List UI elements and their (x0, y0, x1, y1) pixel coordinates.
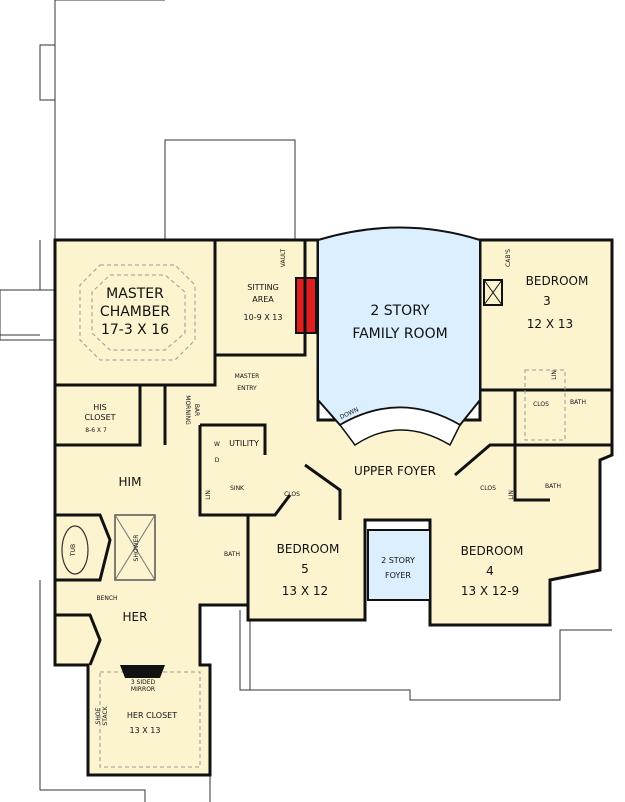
master-chamber-size: 17-3 X 16 (101, 322, 169, 338)
bedroom5-label: BEDROOM (277, 542, 340, 556)
master-chamber-label: MASTER (106, 286, 164, 302)
upper-foyer-label: UPPER FOYER (354, 464, 436, 478)
bedroom3-number: 3 (543, 294, 551, 308)
morning-bar-label-2: BAR (193, 404, 200, 416)
bath-label-bedroom4: BATH (545, 483, 561, 490)
her-closet-label: HER CLOSET (127, 711, 177, 720)
his-closet-label: HIS (93, 403, 106, 412)
foyer-open-to-below (367, 529, 431, 601)
lower-floor-outline (0, 0, 612, 802)
sink-label: SINK (230, 485, 245, 492)
linen-label-bedroom3: LIN (551, 370, 558, 380)
cabs-label: CAB'S (505, 249, 512, 267)
utility-label: UTILITY (229, 439, 259, 448)
room-labels: MASTER CHAMBER 17-3 X 16 SITTING AREA 10… (70, 248, 588, 735)
shower-label: SHOWER (133, 535, 140, 562)
bath-label-bedroom5: BATH (224, 551, 240, 558)
upper-floor (53, 226, 614, 777)
bedroom4-label: BEDROOM (461, 544, 524, 558)
bench-label: BENCH (96, 595, 117, 602)
her-label: HER (123, 610, 148, 624)
bedroom4-number: 4 (486, 564, 494, 578)
closet-label-bedroom3: CLOS (533, 401, 549, 408)
morning-bar-label: MORNING (184, 395, 191, 425)
sitting-area-size: 10-9 X 13 (244, 313, 283, 322)
his-closet-label-2: CLOSET (84, 413, 115, 422)
sitting-area-label-2: AREA (252, 295, 274, 304)
bedroom5-number: 5 (301, 562, 309, 576)
dryer-label: D (215, 457, 220, 464)
bedroom3-label: BEDROOM (526, 274, 589, 288)
stair (338, 406, 461, 447)
master-entry-label-2: ENTRY (237, 385, 257, 392)
mirror-label: 3 SIDED (131, 679, 156, 686)
vault-label: VAULT (280, 248, 287, 267)
family-room-label: 2 STORY (370, 303, 430, 319)
closet-label-utility: CLOS (284, 491, 300, 498)
foyer-label: 2 STORY (381, 556, 415, 565)
family-room-label-2: FAMILY ROOM (352, 326, 447, 342)
linen-label: LIN (205, 490, 212, 500)
bedroom4-size: 13 X 12-9 (461, 584, 519, 598)
mirror-label-2: MIRROR (131, 686, 155, 693)
sitting-area-label: SITTING (247, 283, 279, 292)
linen-label-bedroom4: LIN (508, 490, 515, 500)
tub-label: TUB (70, 544, 77, 557)
her-closet-size: 13 X 13 (130, 726, 161, 735)
closet-label-bedroom4: CLOS (480, 485, 496, 492)
shower (114, 514, 156, 581)
foyer-label-2: FOYER (385, 571, 411, 580)
bath-label-bedroom3: BATH (570, 399, 586, 406)
bedroom5-size: 13 X 12 (282, 584, 328, 598)
washer-label: W (214, 441, 220, 448)
tub (61, 525, 89, 575)
master-entry-label: MASTER (235, 373, 260, 380)
mirror (120, 665, 165, 678)
shoe-stack-label-2: STACK (102, 705, 109, 725)
his-closet-size: 8-6 X 7 (85, 427, 107, 434)
master-chamber-label-2: CHAMBER (100, 304, 170, 320)
bedroom3-size: 12 X 13 (527, 317, 573, 331)
him-label: HIM (119, 475, 142, 489)
shoe-stack-label: SHOE (95, 707, 102, 724)
